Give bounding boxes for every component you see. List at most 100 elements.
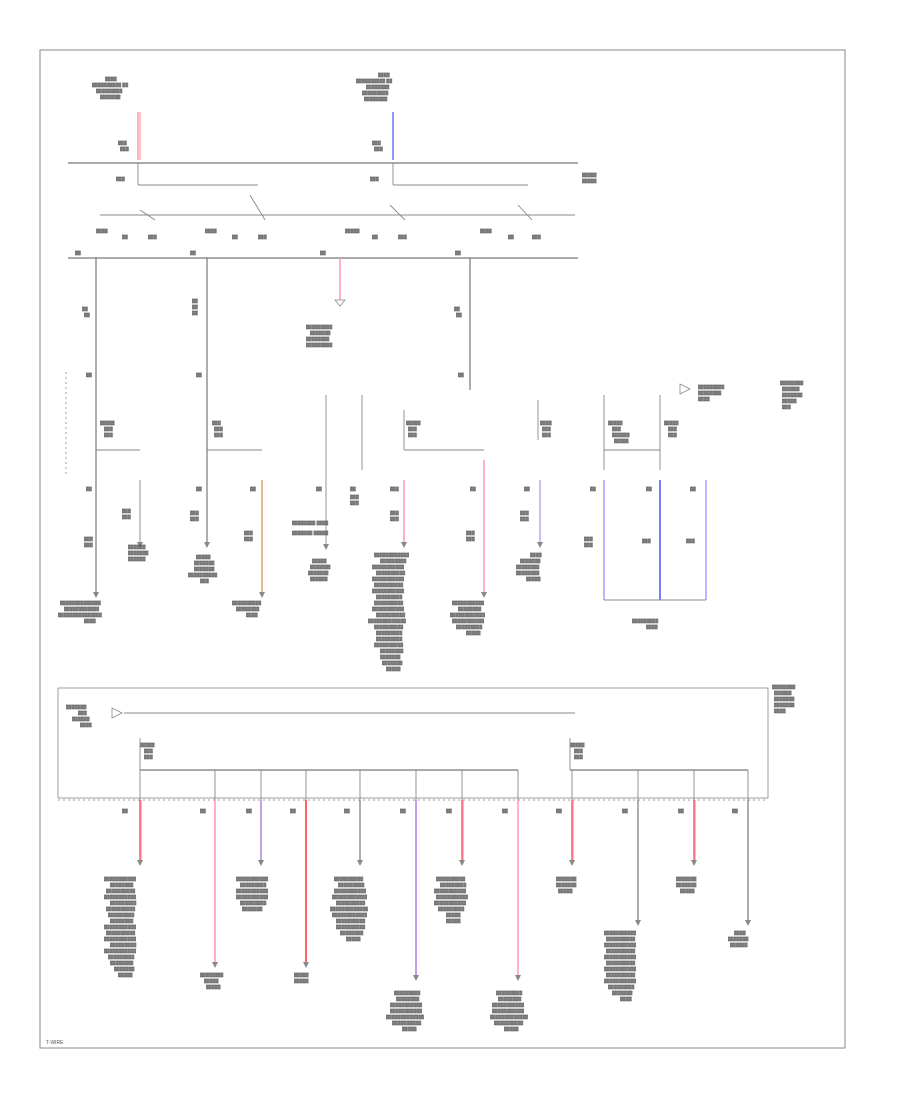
bottom-source: ▓▓▓▓▓▓▓▓▓▓▓▓▓▓▓▓▓▓▓▓ ▓▓▓▓▓▓▓▓▓▓▓▓▓▓▓▓▓▓▓… bbox=[66, 684, 795, 728]
svg-text:▓▓▓: ▓▓▓ bbox=[542, 432, 551, 438]
svg-text:▓▓: ▓▓ bbox=[316, 486, 322, 492]
svg-text:▓▓▓▓▓▓▓▓▓: ▓▓▓▓▓▓▓▓▓ bbox=[632, 618, 658, 624]
svg-text:▓▓▓▓▓▓▓: ▓▓▓▓▓▓▓ bbox=[556, 876, 576, 882]
svg-text:▓▓▓▓▓▓▓: ▓▓▓▓▓▓▓ bbox=[242, 906, 262, 912]
svg-text:▓▓▓: ▓▓▓ bbox=[350, 500, 359, 506]
system-list-middle: ▓▓▓▓▓▓▓▓▓▓▓▓▓▓▓▓▓▓▓▓▓ ▓▓▓▓▓▓▓▓▓▓▓▓▓▓▓▓▓▓… bbox=[368, 552, 409, 672]
svg-text:▓▓▓▓▓▓▓▓: ▓▓▓▓▓▓▓▓ bbox=[380, 648, 403, 654]
svg-text:▓▓▓: ▓▓▓ bbox=[200, 578, 209, 584]
svg-text:▓▓▓▓▓: ▓▓▓▓▓ bbox=[386, 666, 401, 672]
svg-text:▓▓▓▓▓▓▓▓▓▓▓: ▓▓▓▓▓▓▓▓▓▓▓ bbox=[604, 966, 636, 972]
svg-text:▓▓▓▓▓: ▓▓▓▓▓ bbox=[466, 630, 481, 636]
svg-text:▓▓: ▓▓ bbox=[190, 250, 196, 256]
svg-text:▓▓▓▓▓▓▓▓▓▓▓: ▓▓▓▓▓▓▓▓▓▓▓ bbox=[372, 564, 404, 570]
svg-text:▓▓▓▓▓: ▓▓▓▓▓ bbox=[782, 398, 797, 404]
fuse-group-3: ▓▓▓▓ ▓▓▓▓▓▓ ▓▓▓▓▓▓▓▓ ▓▓▓▓▓▓▓▓▓▓▓ ▓▓▓▓▓ ▓… bbox=[292, 395, 363, 582]
svg-text:▓▓▓▓▓▓▓▓: ▓▓▓▓▓▓▓▓ bbox=[110, 882, 133, 888]
svg-text:▓▓▓▓: ▓▓▓▓ bbox=[698, 396, 710, 402]
svg-text:▓▓▓: ▓▓▓ bbox=[258, 234, 267, 240]
svg-text:▓▓▓▓▓▓▓: ▓▓▓▓▓▓▓ bbox=[114, 966, 134, 972]
svg-text:▓▓▓▓▓: ▓▓▓▓▓ bbox=[680, 888, 695, 894]
ground-arrow-icon bbox=[259, 592, 265, 598]
svg-text:▓▓▓: ▓▓▓ bbox=[370, 176, 379, 182]
svg-text:▓▓▓▓▓: ▓▓▓▓▓ bbox=[526, 576, 541, 582]
svg-text:▓▓▓▓▓▓▓: ▓▓▓▓▓▓▓ bbox=[310, 564, 330, 570]
svg-text:▓▓▓▓▓▓▓▓▓▓▓: ▓▓▓▓▓▓▓▓▓▓▓ bbox=[390, 1002, 422, 1008]
svg-text:▓▓▓▓▓: ▓▓▓▓▓ bbox=[608, 420, 623, 426]
switch-icon: ▓▓▓▓▓▓▓▓▓▓ bbox=[345, 204, 407, 240]
svg-text:▓▓▓▓▓▓▓▓▓▓: ▓▓▓▓▓▓▓▓▓▓ bbox=[232, 600, 261, 606]
svg-text:▓▓: ▓▓ bbox=[290, 808, 296, 814]
svg-text:▓▓▓▓▓▓▓▓▓▓▓: ▓▓▓▓▓▓▓▓▓▓▓ bbox=[390, 1008, 422, 1014]
svg-text:▓▓▓▓▓▓▓▓▓▓: ▓▓▓▓▓▓▓▓▓▓ bbox=[106, 888, 135, 894]
svg-text:▓▓▓▓▓: ▓▓▓▓▓ bbox=[446, 918, 461, 924]
svg-text:▓▓▓▓▓: ▓▓▓▓▓ bbox=[312, 558, 327, 564]
svg-text:▓▓▓▓: ▓▓▓▓ bbox=[96, 228, 108, 234]
svg-text:▓▓▓: ▓▓▓ bbox=[214, 432, 223, 438]
svg-text:▓▓▓: ▓▓▓ bbox=[466, 530, 475, 536]
svg-text:▓▓▓: ▓▓▓ bbox=[84, 536, 93, 542]
svg-text:▓▓▓▓▓▓▓: ▓▓▓▓▓▓▓ bbox=[66, 704, 86, 710]
svg-text:▓▓▓▓▓▓▓▓▓: ▓▓▓▓▓▓▓▓▓ bbox=[698, 384, 724, 390]
svg-text:▓▓▓▓▓: ▓▓▓▓▓ bbox=[582, 178, 597, 184]
svg-text:▓▓▓▓▓▓▓▓▓▓: ▓▓▓▓▓▓▓▓▓▓ bbox=[374, 600, 403, 606]
svg-text:▓▓▓▓▓▓▓▓▓: ▓▓▓▓▓▓▓▓▓ bbox=[394, 990, 420, 996]
svg-text:▓▓▓▓▓▓▓▓▓▓▓: ▓▓▓▓▓▓▓▓▓▓▓ bbox=[372, 588, 404, 594]
svg-text:▓▓▓▓▓▓▓▓▓▓▓: ▓▓▓▓▓▓▓▓▓▓▓ bbox=[236, 894, 268, 900]
ground-arrow-icon bbox=[569, 860, 575, 866]
svg-text:▓▓▓▓: ▓▓▓▓ bbox=[246, 612, 258, 618]
svg-text:▓▓▓: ▓▓▓ bbox=[574, 748, 583, 754]
ground-arrow-icon bbox=[334, 299, 346, 307]
svg-text:▓▓▓▓▓▓▓: ▓▓▓▓▓▓▓ bbox=[728, 936, 748, 942]
svg-text:▓▓: ▓▓ bbox=[678, 808, 684, 814]
svg-text:▓▓: ▓▓ bbox=[400, 808, 406, 814]
diode-icon bbox=[111, 707, 123, 719]
svg-text:▓▓▓▓▓▓: ▓▓▓▓▓▓ bbox=[612, 432, 630, 438]
svg-text:▓▓▓: ▓▓▓ bbox=[520, 510, 529, 516]
svg-text:▓▓▓▓▓▓▓▓▓▓: ▓▓▓▓▓▓▓▓▓▓ bbox=[376, 570, 405, 576]
svg-text:▓▓▓▓▓: ▓▓▓▓▓ bbox=[446, 912, 461, 918]
svg-text:▓▓: ▓▓ bbox=[456, 312, 462, 318]
svg-text:▓▓▓: ▓▓▓ bbox=[466, 536, 475, 542]
svg-text:▓▓▓▓▓▓▓: ▓▓▓▓▓▓▓ bbox=[556, 882, 576, 888]
svg-text:▓▓: ▓▓ bbox=[732, 808, 738, 814]
svg-text:▓▓▓: ▓▓▓ bbox=[144, 754, 153, 760]
page-code: T-WIRE bbox=[46, 1040, 64, 1046]
outer-frame bbox=[39, 49, 846, 1049]
svg-text:▓▓▓▓▓: ▓▓▓▓▓ bbox=[570, 742, 585, 748]
svg-text:▓▓: ▓▓ bbox=[446, 808, 452, 814]
svg-text:▓▓▓▓▓▓▓▓: ▓▓▓▓▓▓▓▓ bbox=[516, 564, 539, 570]
svg-text:▓▓: ▓▓ bbox=[246, 808, 252, 814]
svg-text:▓▓▓▓▓▓▓: ▓▓▓▓▓▓▓ bbox=[612, 990, 632, 996]
svg-text:▓▓▓▓▓▓▓▓▓▓: ▓▓▓▓▓▓▓▓▓▓ bbox=[374, 582, 403, 588]
svg-text:▓▓▓▓▓▓▓▓: ▓▓▓▓▓▓▓▓ bbox=[396, 996, 419, 1002]
svg-text:▓▓▓: ▓▓▓ bbox=[104, 426, 113, 432]
ground-arrow-icon bbox=[204, 542, 210, 548]
svg-text:▓▓▓▓▓▓▓▓▓▓▓▓: ▓▓▓▓▓▓▓▓▓▓▓▓ bbox=[332, 912, 367, 918]
svg-text:▓▓▓▓▓▓▓▓▓▓▓: ▓▓▓▓▓▓▓▓▓▓▓ bbox=[604, 954, 636, 960]
svg-text:▓▓▓▓: ▓▓▓▓ bbox=[540, 420, 552, 426]
bottom-pin-labels: ▓▓▓▓▓▓▓▓ ▓▓▓▓▓▓▓▓ ▓▓▓▓▓▓▓▓ bbox=[122, 808, 738, 814]
svg-text:▓▓▓: ▓▓▓ bbox=[118, 140, 127, 146]
svg-text:▓▓▓▓▓▓▓▓▓: ▓▓▓▓▓▓▓▓▓ bbox=[108, 954, 134, 960]
svg-text:▓▓▓▓▓▓▓▓▓: ▓▓▓▓▓▓▓▓▓ bbox=[380, 558, 406, 564]
svg-text:▓▓: ▓▓ bbox=[200, 808, 206, 814]
svg-text:▓▓▓: ▓▓▓ bbox=[190, 510, 199, 516]
svg-text:▓▓: ▓▓ bbox=[192, 310, 198, 316]
svg-text:▓▓: ▓▓ bbox=[122, 234, 128, 240]
source-left-block: ▓▓▓▓ ▓▓▓▓▓▓▓▓▓▓ ▓▓ ▓▓▓▓▓▓▓▓▓ ▓▓▓▓▓▓▓ bbox=[92, 76, 128, 100]
svg-text:▓▓: ▓▓ bbox=[122, 808, 128, 814]
svg-text:▓▓▓▓▓▓▓▓▓: ▓▓▓▓▓▓▓▓▓ bbox=[362, 90, 388, 96]
svg-text:▓▓▓▓▓▓▓▓▓▓: ▓▓▓▓▓▓▓▓▓▓ bbox=[392, 1020, 421, 1026]
svg-text:▓▓▓▓▓▓▓▓▓: ▓▓▓▓▓▓▓▓▓ bbox=[376, 636, 402, 642]
svg-text:▓▓▓: ▓▓▓ bbox=[122, 514, 131, 520]
bottom-descriptions: ▓▓▓▓▓▓▓▓▓▓▓▓▓▓▓▓▓▓▓▓▓▓▓▓▓▓▓▓▓ ▓▓▓▓▓▓▓▓▓▓… bbox=[104, 876, 748, 1032]
svg-text:▓▓: ▓▓ bbox=[84, 312, 90, 318]
svg-text:▓▓: ▓▓ bbox=[192, 304, 198, 310]
svg-text:▓▓▓▓▓: ▓▓▓▓▓ bbox=[294, 972, 309, 978]
ground-arrow-icon bbox=[303, 962, 309, 968]
svg-text:▓▓▓▓▓▓▓: ▓▓▓▓▓▓▓ bbox=[310, 330, 330, 336]
svg-text:▓▓: ▓▓ bbox=[232, 234, 238, 240]
svg-text:▓▓: ▓▓ bbox=[524, 486, 530, 492]
svg-text:▓▓▓▓▓▓▓▓▓▓▓: ▓▓▓▓▓▓▓▓▓▓▓ bbox=[452, 618, 484, 624]
